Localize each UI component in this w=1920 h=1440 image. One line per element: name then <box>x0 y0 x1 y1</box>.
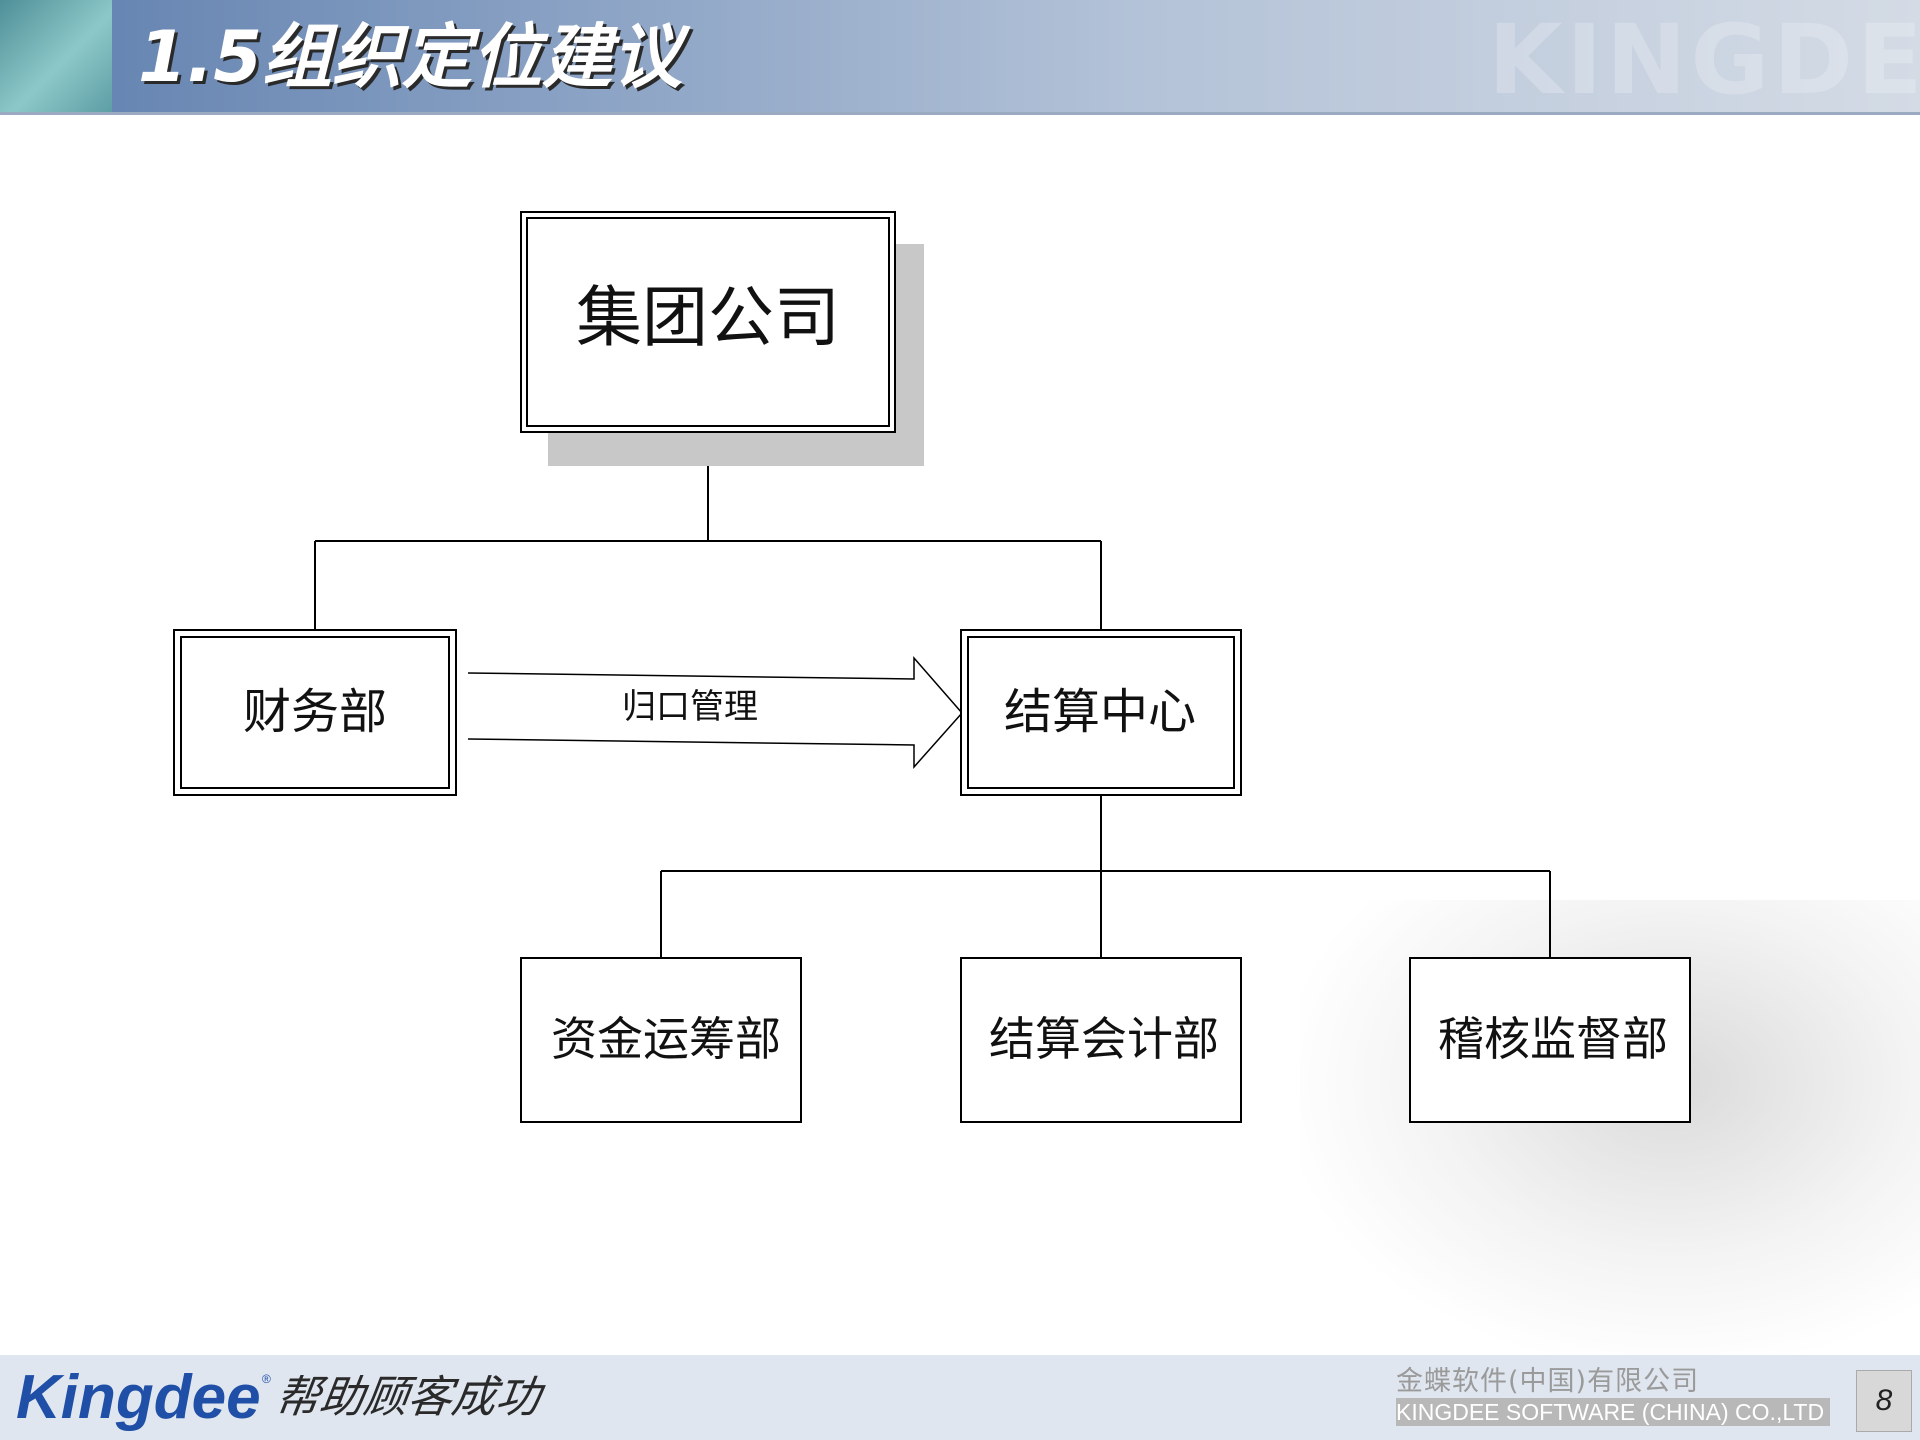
slide-header: KINGDEE 1.5组织定位建议 <box>0 0 1920 114</box>
node-audit-dept: 稽核监督部 <box>1409 957 1691 1123</box>
node-finance-dept: 财务部 <box>173 629 457 796</box>
node-settlement-center: 结算中心 <box>960 629 1242 796</box>
page-number: 8 <box>1875 1384 1893 1417</box>
node-label-settlement-center: 结算中心 <box>1004 684 1196 740</box>
node-accounting-dept: 结算会计部 <box>960 957 1242 1123</box>
node-label-group: 集团公司 <box>576 279 840 356</box>
brand-slogan: 帮助顾客成功 <box>272 1372 544 1423</box>
node-label-finance: 财务部 <box>243 684 387 740</box>
registered-mark: ® <box>262 1372 271 1386</box>
slide-title: 1.5组织定位建议 <box>138 16 683 98</box>
org-chart: 集团公司 财务部 归口管理 结算中心 资金运筹部 结算会计部 稽核监督部 <box>173 211 1691 1123</box>
header-accent-block <box>0 0 112 114</box>
header-watermark: KINGDEE <box>1488 4 1920 114</box>
header-divider <box>0 112 1920 115</box>
node-group-company: 集团公司 <box>520 211 924 466</box>
management-arrow: 归口管理 <box>467 656 963 769</box>
company-name-en: KINGDEE SOFTWARE (CHINA) CO.,LTD <box>1396 1398 1830 1426</box>
arrow-label: 归口管理 <box>622 687 758 727</box>
company-name-cn: 金蝶软件(中国)有限公司 <box>1396 1366 1700 1397</box>
org-connectors <box>314 432 1551 958</box>
node-label-audit: 稽核监督部 <box>1438 1012 1668 1066</box>
kingdee-logo: Kingdee <box>16 1363 261 1432</box>
page-number-box: 8 <box>1856 1370 1912 1432</box>
node-label-fund: 资金运筹部 <box>551 1012 781 1066</box>
node-fund-dept: 资金运筹部 <box>520 957 802 1123</box>
node-label-accounting: 结算会计部 <box>989 1012 1219 1066</box>
